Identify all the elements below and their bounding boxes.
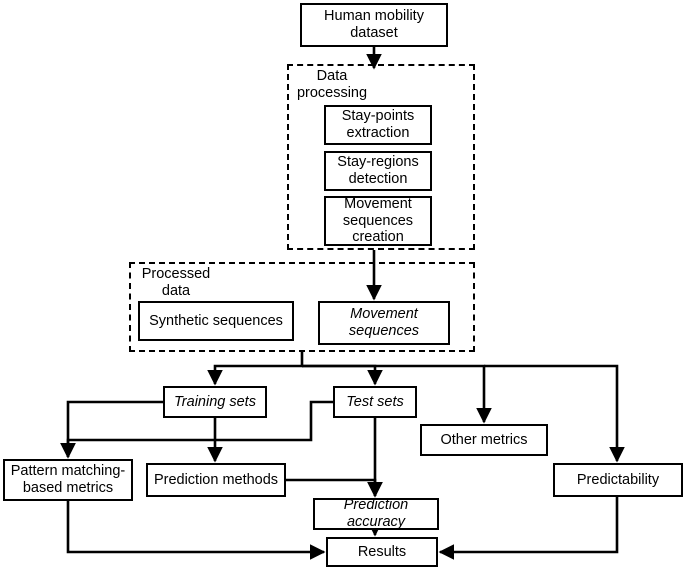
- edge-processed-to-test-sets: [302, 364, 383, 386]
- group-data-processing-label: Data processing: [296, 68, 368, 101]
- group-data-processing: [287, 64, 475, 250]
- node-movement-sequences[interactable]: Movement sequences: [318, 301, 450, 345]
- edge-processed-to-training-sets: [207, 352, 304, 386]
- node-training-sets[interactable]: Training sets: [163, 386, 267, 418]
- node-pattern-matching-based-metrics[interactable]: Pattern matching- based metrics: [3, 459, 133, 501]
- node-stay-regions-detection[interactable]: Stay-regions detection: [324, 151, 432, 191]
- node-stay-points-extraction[interactable]: Stay-points extraction: [324, 105, 432, 145]
- node-test-sets[interactable]: Test sets: [333, 386, 417, 418]
- node-human-mobility-dataset[interactable]: Human mobility dataset: [300, 3, 448, 47]
- node-other-metrics[interactable]: Other metrics: [420, 424, 548, 456]
- node-prediction-accuracy[interactable]: Prediction accuracy: [313, 497, 439, 530]
- node-synthetic-sequences[interactable]: Synthetic sequences: [138, 301, 294, 341]
- group-processed-data-label: Processed data: [141, 266, 211, 299]
- node-movement-sequences-creation[interactable]: Movement sequences creation: [324, 196, 432, 246]
- edge-pattern-metrics-to-results: [66, 501, 326, 560]
- node-results[interactable]: Results: [326, 537, 438, 567]
- node-prediction-methods[interactable]: Prediction methods: [146, 463, 286, 497]
- edge-predictability-to-results: [438, 497, 619, 560]
- edge-prediction-methods-to-prediction-accuracy: [286, 478, 383, 498]
- edge-training-sets-to-pattern-metrics: [60, 400, 163, 459]
- group-processed-data: [129, 262, 475, 352]
- node-predictability[interactable]: Predictability: [553, 463, 683, 497]
